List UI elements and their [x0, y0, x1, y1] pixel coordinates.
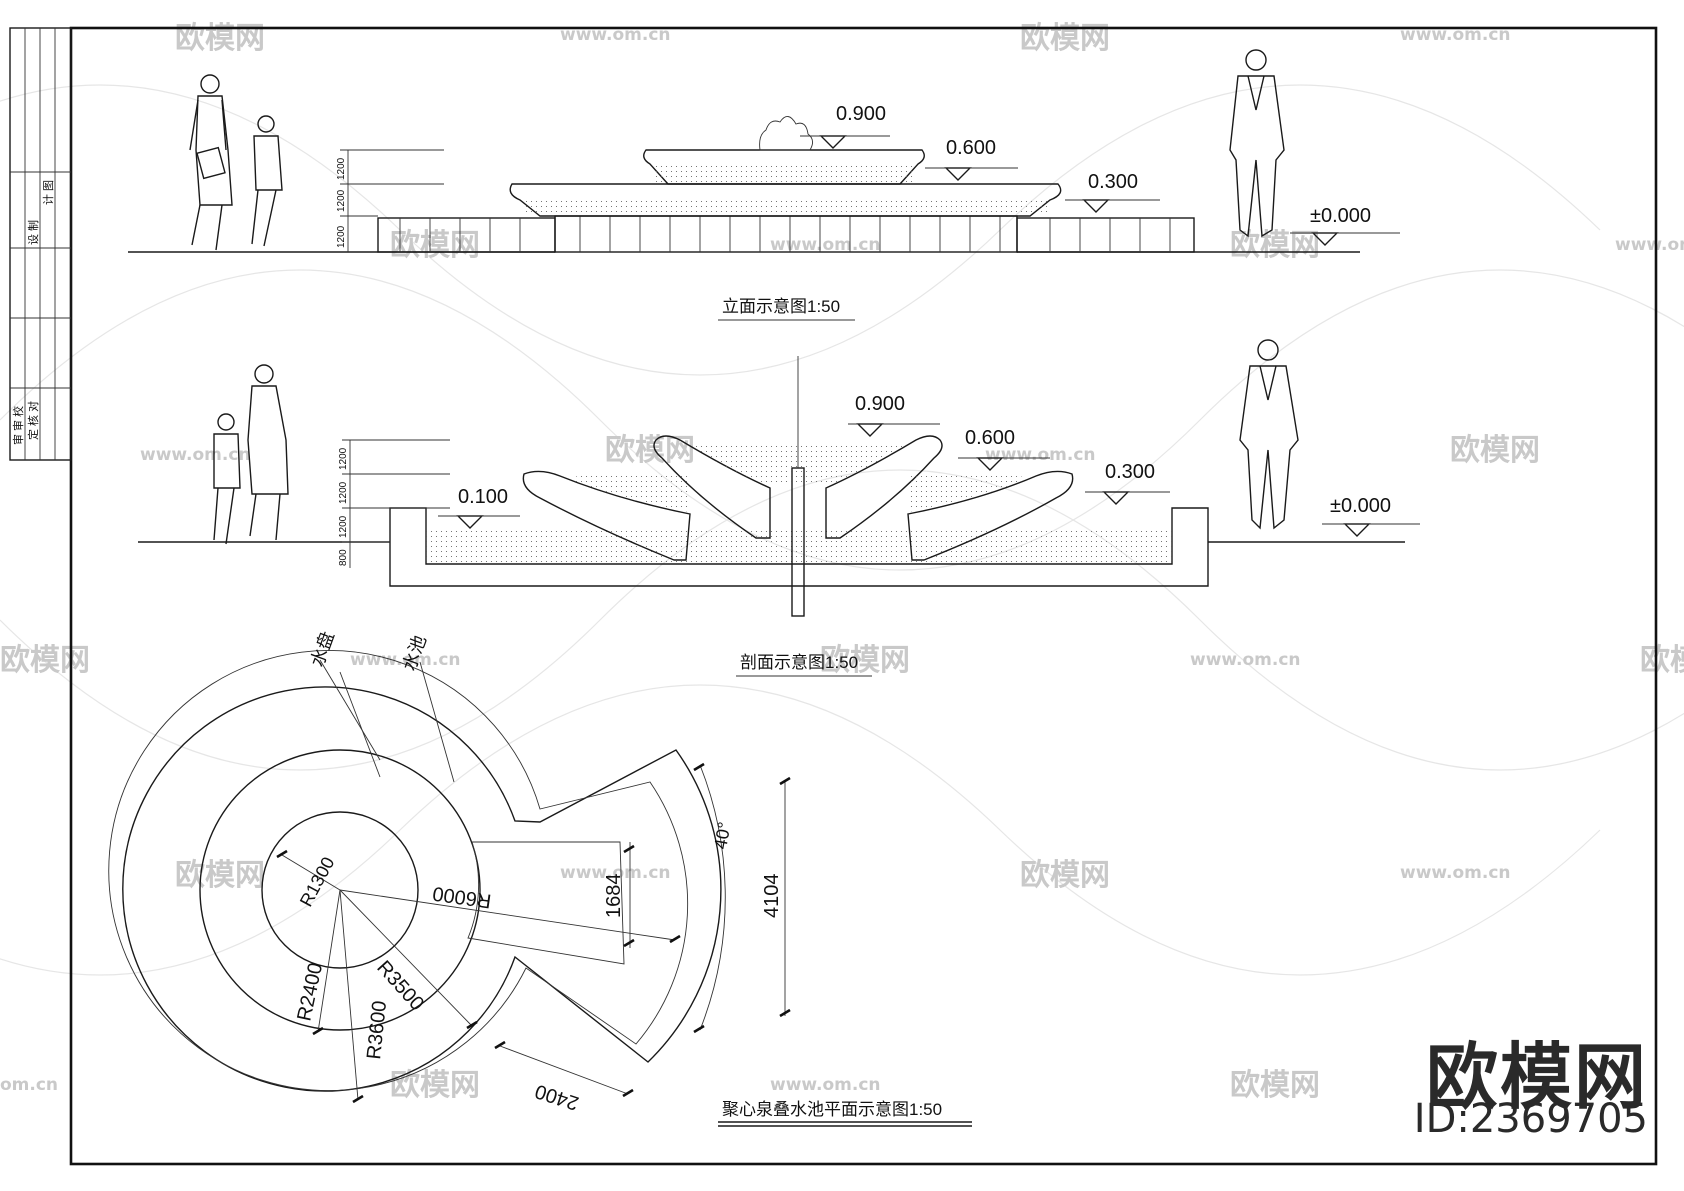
- watermark-brand-11: 欧模网: [1020, 858, 1110, 893]
- plan-dim-1684: 1684: [603, 874, 625, 919]
- brand-logo-title: 欧模网: [1425, 1035, 1648, 1119]
- plan-label-tray: 水盘: [307, 629, 338, 670]
- title-block-col1: 审 审 校: [11, 406, 25, 445]
- watermark-brand-3: 欧模网: [390, 228, 480, 263]
- plan-dim-angle: 40°: [710, 820, 734, 850]
- water-tray-outer: [199, 749, 481, 1031]
- elev-dim-3: 1200: [336, 225, 347, 248]
- brand-logo-id: ID:2369705: [1413, 1096, 1648, 1142]
- watermark-url-11: om.cn: [0, 1075, 58, 1095]
- human-figure-child-woman: [213, 364, 289, 545]
- plan-dim-4104: 4104: [761, 874, 783, 919]
- elevation-view: 0.900 0.600 0.300 ±0.000 1200 1200 1200: [128, 49, 1400, 321]
- sect-level-0600: 0.600: [965, 427, 1015, 449]
- title-block-col3: 设 制: [27, 220, 40, 245]
- watermark-brand-13: 欧模网: [1230, 1068, 1320, 1103]
- watermark-brand-9: 欧模网: [1640, 643, 1684, 678]
- section-view: 0.100 0.900 0.600 0.300 ±0.000 1200 1200…: [138, 339, 1420, 677]
- sect-dim-1: 1200: [338, 447, 349, 470]
- sect-level-0900: 0.900: [855, 393, 905, 415]
- watermark-brand-5: 欧模网: [605, 433, 695, 468]
- title-block: 审 审 校 定 核 对 设 制 计 图: [9, 27, 72, 461]
- sect-level-0300: 0.300: [1105, 461, 1155, 483]
- watermark-url-7: www.om.cn: [350, 650, 461, 670]
- watermark-url-3: www.om.cn: [770, 235, 881, 255]
- sect-dim-4: 800: [338, 549, 349, 566]
- watermark-url-10: www.om.cn: [1400, 863, 1511, 883]
- watermark-brand-7: 欧模网: [0, 643, 90, 678]
- middle-bowl-left: [653, 435, 771, 539]
- watermark-brand-6: 欧模网: [1450, 433, 1540, 468]
- water-jet: [759, 116, 813, 151]
- elevation-caption: 立面示意图1:50: [722, 297, 840, 316]
- sect-level-0100: 0.100: [458, 486, 508, 508]
- elev-dim-2: 1200: [336, 189, 347, 212]
- watermark-url-2: www.om.cn: [1400, 25, 1511, 45]
- sect-level-0000: ±0.000: [1330, 495, 1391, 517]
- plan-dim-r2400: R2400: [293, 961, 327, 1023]
- title-block-col4: 计 图: [42, 180, 55, 205]
- watermark-brand-2: 欧模网: [1020, 21, 1110, 56]
- human-figure-man: [1229, 49, 1285, 238]
- plan-dim-r6000: R6000: [431, 882, 492, 912]
- elev-dim-1: 1200: [336, 157, 347, 180]
- watermark-url-4: www.om.cn: [1615, 235, 1684, 255]
- watermark-url-8: www.om.cn: [1190, 650, 1301, 670]
- lower-bowl-left: [522, 470, 691, 561]
- drawing-frame: [69, 26, 1658, 1166]
- human-figure-man-section: [1239, 339, 1299, 530]
- watermark-url-1: www.om.cn: [560, 25, 671, 45]
- plan-caption: 聚心泉叠水池平面示意图1:50: [722, 1100, 942, 1119]
- watermark-url-12: www.om.cn: [770, 1075, 881, 1095]
- watermark-brand-12: 欧模网: [390, 1068, 480, 1103]
- title-block-col2: 定 核 对: [26, 401, 40, 440]
- watermark-brand-1: 欧模网: [175, 21, 265, 56]
- middle-bowl-right: [825, 435, 943, 539]
- outer-pool: [122, 686, 722, 1092]
- sect-dim-2: 1200: [338, 481, 349, 504]
- water-tray-inner: [261, 811, 419, 969]
- watermark-brand-10: 欧模网: [175, 858, 265, 893]
- plan-dim-r1300: R1300: [296, 854, 339, 910]
- elev-level-0300: 0.300: [1088, 171, 1138, 193]
- watermark-url-9: www.om.cn: [560, 863, 671, 883]
- plan-dim-r3600: R3600: [363, 1000, 391, 1061]
- plan-dim-2400: 2400: [532, 1079, 581, 1114]
- elev-level-0900: 0.900: [836, 103, 886, 125]
- sect-dim-3: 1200: [338, 515, 349, 538]
- elev-level-0600: 0.600: [946, 137, 996, 159]
- lower-bowl-right: [907, 470, 1074, 561]
- watermark-url-5: www.om.cn: [140, 445, 251, 465]
- human-figure-woman-child: [189, 74, 283, 251]
- watermark-brand-8: 欧模网: [820, 643, 910, 678]
- section-caption: 剖面示意图1:50: [740, 653, 858, 672]
- watermark-url-6: www.om.cn: [985, 445, 1096, 465]
- elev-level-0000: ±0.000: [1310, 205, 1371, 227]
